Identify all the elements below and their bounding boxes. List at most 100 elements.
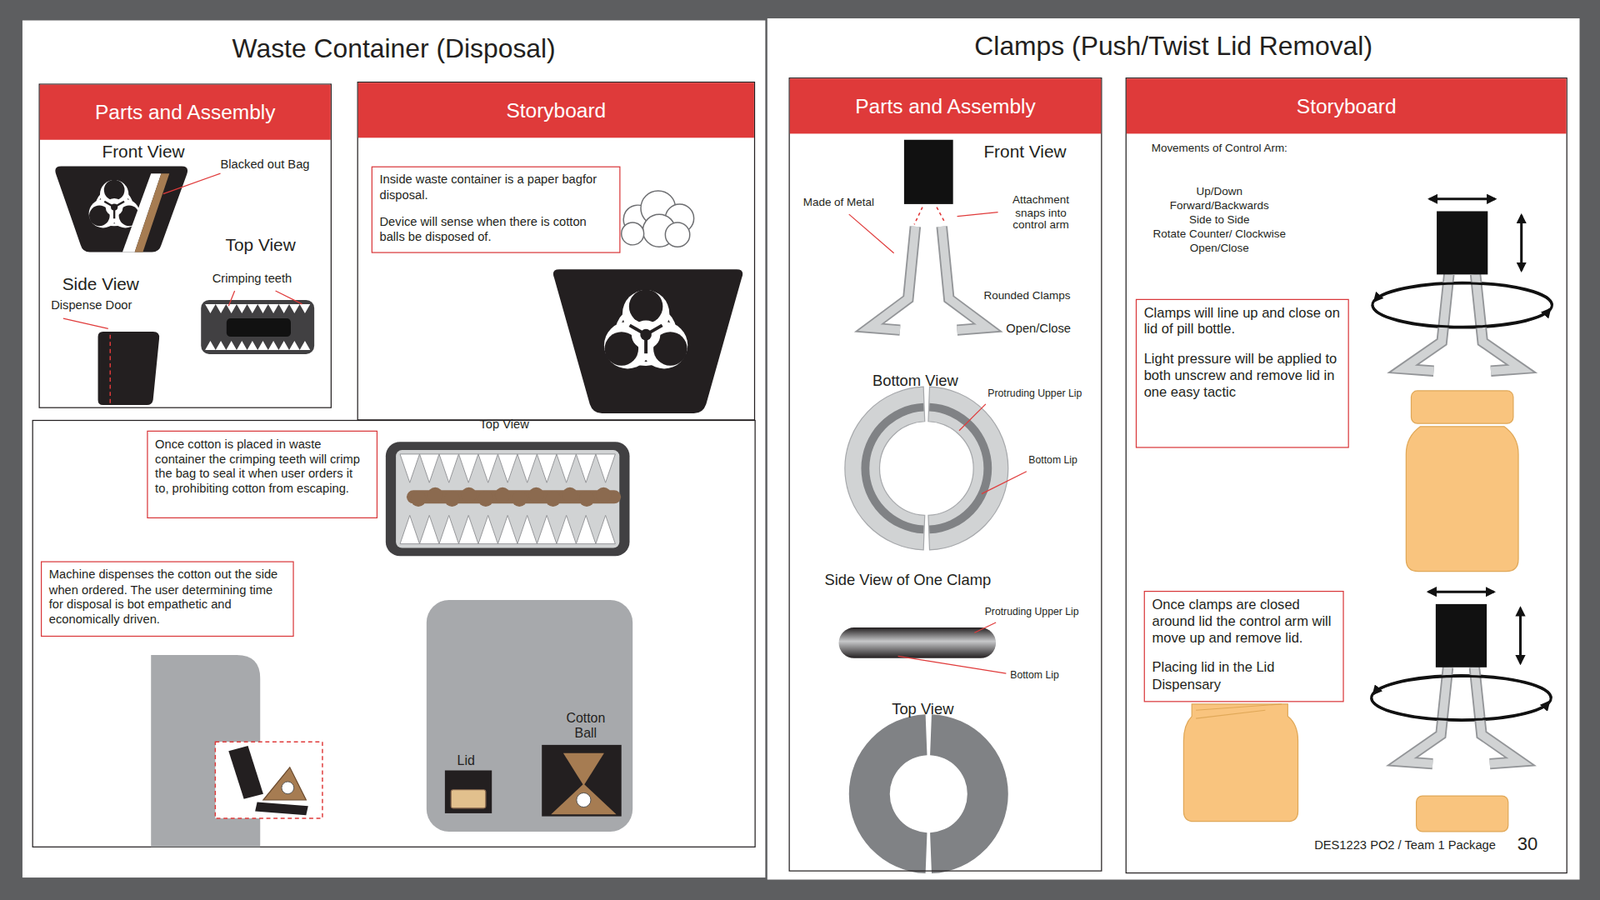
cotton-bag (263, 767, 306, 800)
part-label: Cotton Ball (555, 710, 616, 742)
detail-box (215, 741, 323, 819)
part-label: Open/Close (1005, 322, 1071, 337)
rotation-back (1371, 675, 1552, 721)
callout-box: Once clamps are closed around lid the co… (1144, 590, 1345, 702)
clamp-ring-half (928, 386, 1009, 550)
biohazard-symbol (604, 290, 688, 370)
callout-text: Machine dispenses the cotton out the sid… (49, 567, 286, 628)
section-panel: StoryboardInside waste container is a pa… (357, 81, 756, 421)
rotation-arrow (1371, 698, 1550, 720)
crimp-housing (200, 300, 315, 355)
callout-text: Once cotton is placed in waste container… (155, 436, 370, 497)
cotton-puff (410, 491, 426, 507)
section-header: Parts and Assembly (40, 85, 331, 140)
section-header: Parts and Assembly (790, 78, 1101, 134)
view-title: 30 (1517, 833, 1539, 855)
cotton-window (541, 745, 622, 817)
callout-box: Clamps will line up and close on lid of … (1135, 299, 1350, 449)
rotation-arrow (1372, 305, 1550, 327)
part-label: Blacked out Bag (220, 158, 310, 173)
part-label: Attachment snaps into control arm (998, 192, 1085, 231)
vertical-arrow (1519, 608, 1522, 664)
page-title: Waste Container (Disposal) (22, 20, 765, 65)
crimp-teeth (400, 454, 615, 483)
part-label: Bottom Lip (1028, 454, 1078, 466)
part-label: Forward/Backwards (1132, 199, 1306, 212)
callout-text: Device will sense when there is cotton b… (380, 214, 613, 245)
callout-box: Machine dispenses the cotton out the sid… (40, 560, 295, 637)
cotton-puff (460, 487, 476, 503)
leader-line (957, 212, 999, 217)
part-label: DES1223 PO2 / Team 1 Package (1314, 839, 1496, 854)
view-title: Side View of One Clamp (824, 570, 991, 588)
bottle-lid (1416, 795, 1509, 832)
callout-text: Light pressure will be applied to both u… (1144, 350, 1341, 401)
callout-text: Placing lid in the Lid Dispensary (1151, 660, 1335, 694)
clamp-ring-half (929, 403, 992, 535)
rotation-arrow (1374, 283, 1552, 305)
leader-line (163, 173, 221, 194)
view-title: Front View (983, 141, 1066, 162)
clamp-leg (941, 226, 988, 330)
part-label: Bottom Lip (1010, 669, 1060, 681)
leader-line (974, 622, 996, 633)
leader-line (63, 318, 109, 329)
hazard-cut (104, 180, 125, 201)
part-label: Side to Side (1132, 213, 1306, 226)
clamp-leg (869, 226, 915, 330)
side-arrow (1430, 197, 1495, 200)
hazard-dot (640, 329, 652, 341)
waste-container-front (55, 166, 188, 253)
attachment-block (904, 140, 954, 205)
leader-line (849, 214, 895, 254)
pill-bottle (1405, 426, 1519, 572)
view-title: Side View (62, 274, 140, 295)
leader-line (228, 290, 235, 306)
callout-text: Once clamps are closed around lid the co… (1151, 596, 1335, 647)
snap-line (914, 207, 923, 225)
rotation-back (1372, 282, 1553, 328)
part-label: Protruding Upper Lip (987, 387, 1082, 400)
lid (450, 790, 486, 809)
cotton-puff (427, 487, 443, 503)
leader-line (898, 655, 1007, 674)
open-door (228, 745, 264, 800)
part-label: Top View (480, 418, 530, 433)
cotton-puff (562, 487, 578, 503)
part-label: Open/Close (1132, 241, 1306, 255)
pill-bottle (1183, 704, 1298, 822)
cotton-bag (550, 783, 616, 815)
part-label: Lid (457, 754, 475, 770)
machine-front (426, 600, 633, 832)
crimp-teeth (400, 515, 615, 544)
part-label: Protruding Upper Lip (985, 605, 1080, 618)
lid-window (445, 770, 492, 813)
section-header: Storyboard (1126, 78, 1567, 134)
control-arm-block (1436, 210, 1488, 275)
bag-brown (135, 173, 170, 252)
biohazard-symbol (89, 180, 140, 229)
part-label: Rounded Clamps (983, 289, 1070, 302)
rotation-arrow (1373, 675, 1551, 698)
callout-box: Once cotton is placed in waste container… (146, 430, 378, 519)
clamp-leg-edge (869, 226, 915, 330)
storyboard-lower-frame (32, 420, 755, 847)
crimp-inner (395, 450, 620, 549)
cotton-puff (579, 491, 595, 507)
waste-container (553, 269, 743, 414)
page-title: Clamps (Push/Twist Lid Removal) (767, 18, 1580, 63)
leader-line (981, 471, 1027, 495)
part-label: Crimping teeth (212, 272, 293, 287)
clamp-side (839, 627, 997, 659)
hazard-dot (110, 203, 118, 210)
bottle-lid (1410, 390, 1513, 424)
door-bar (255, 801, 309, 815)
page-sheet (767, 18, 1580, 880)
part-label: Movements of Control Arm: (1132, 141, 1306, 155)
snap-line (936, 207, 945, 223)
clamp-leg-edge (941, 226, 988, 330)
part-label: Dispense Door (50, 299, 132, 314)
crimp-teeth (205, 340, 310, 350)
part-label: Rotate Counter/ Clockwise (1132, 227, 1306, 240)
